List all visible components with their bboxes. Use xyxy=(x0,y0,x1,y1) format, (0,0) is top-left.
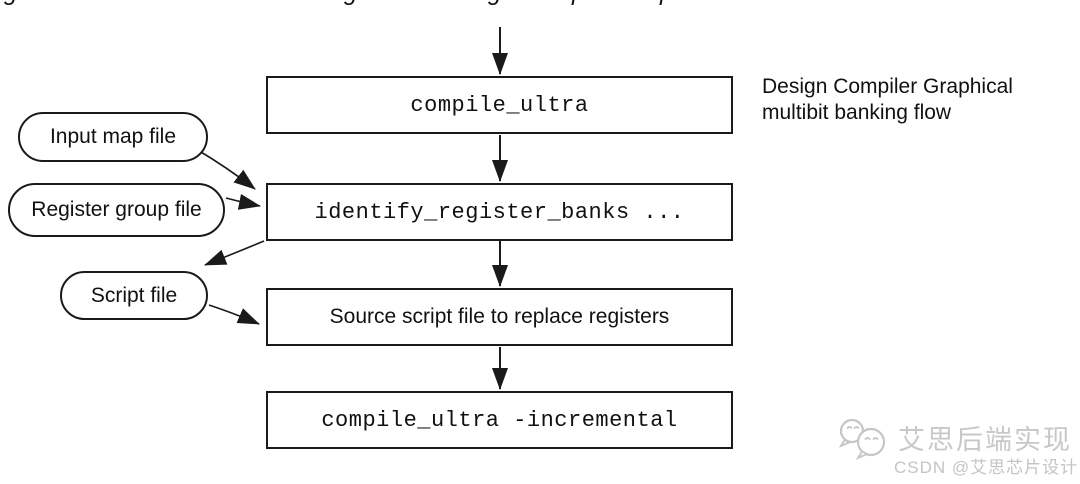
flow-box-compile-ultra: compile_ultra xyxy=(266,76,733,134)
flow-title-line1: Design Compiler Graphical xyxy=(762,75,1013,98)
flow-title-line2: multibit banking flow xyxy=(762,101,952,124)
caption-fragment: p xyxy=(660,0,673,7)
flow-box-label: identify_register_banks ... xyxy=(314,199,685,225)
flow-box-label: Source script file to replace registers xyxy=(329,305,670,328)
arrow-script-file-to-source-script xyxy=(208,304,260,325)
flow-box-label: compile_ultra -incremental xyxy=(321,407,678,433)
clipped-caption-strip: g g g p p xyxy=(0,0,1080,9)
flow-oval-input-map-file: Input map file xyxy=(18,112,208,162)
flow-oval-label: Script file xyxy=(90,283,178,307)
watermark-credit-text: CSDN @艾思芯片设计 xyxy=(894,458,1079,477)
watermark: 艾思后端实现 CSDN @艾思芯片设计 xyxy=(830,412,1077,482)
flow-oval-register-group-file: Register group file xyxy=(8,183,225,237)
wechat-chat-bubbles-icon xyxy=(838,418,886,461)
caption-fragment: g xyxy=(4,0,17,7)
flow-oval-label: Register group file xyxy=(31,198,202,221)
flow-box-source-script: Source script file to replace registers xyxy=(266,288,733,346)
flow-box-label: compile_ultra xyxy=(410,92,589,118)
caption-fragment: g xyxy=(488,0,501,7)
caption-fragment: p xyxy=(572,0,585,7)
arrow-identify-to-script-file xyxy=(204,240,265,266)
flow-box-compile-ultra-incremental: compile_ultra -incremental xyxy=(266,391,733,449)
flow-oval-label: Input map file xyxy=(49,125,177,148)
flow-box-identify-register-banks: identify_register_banks ... xyxy=(266,183,733,241)
caption-fragment: g xyxy=(344,0,357,7)
flow-title-annotation: Design Compiler Graphical multibit banki… xyxy=(762,74,1013,126)
arrow-register-group-to-identify xyxy=(225,194,261,210)
flow-oval-script-file: Script file xyxy=(60,271,208,320)
watermark-brand-text: 艾思后端实现 xyxy=(898,425,1072,455)
